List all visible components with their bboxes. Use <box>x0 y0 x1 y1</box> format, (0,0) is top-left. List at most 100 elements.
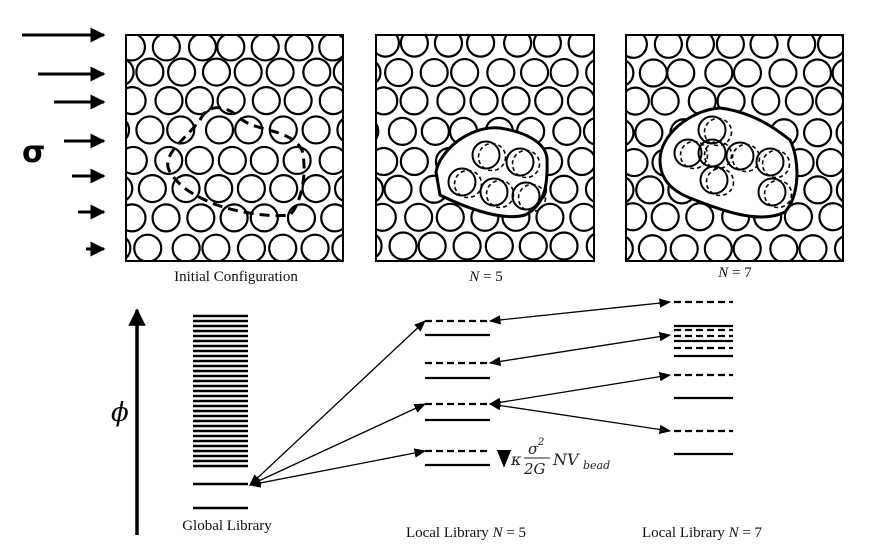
bead <box>584 175 594 203</box>
bead <box>566 86 594 116</box>
bead-original <box>761 149 791 179</box>
bead <box>867 60 873 87</box>
panel-frame <box>375 34 595 262</box>
bead <box>151 35 181 62</box>
bead <box>626 176 635 204</box>
bead <box>186 203 216 233</box>
bead-relaxed <box>479 177 509 207</box>
bead <box>126 236 132 260</box>
bead <box>685 35 716 59</box>
bead <box>419 57 449 88</box>
bead <box>849 31 873 58</box>
caption-initial-configuration: Initial Configuration <box>174 269 298 285</box>
bead <box>732 234 762 261</box>
bead <box>336 117 343 143</box>
bead <box>251 86 281 116</box>
bead <box>126 203 147 233</box>
connector-arrow <box>248 403 427 486</box>
bead <box>567 146 594 177</box>
bead <box>387 116 417 146</box>
bead <box>384 57 414 88</box>
bead <box>666 58 696 88</box>
bead <box>318 86 343 116</box>
bead <box>126 119 131 141</box>
bead <box>249 203 279 233</box>
bead-field <box>86 35 380 292</box>
bead <box>282 145 312 176</box>
bead <box>585 59 594 86</box>
bead <box>436 266 463 293</box>
bead <box>376 86 399 116</box>
panel-local-cluster-n7 <box>625 31 873 288</box>
bead <box>376 146 399 177</box>
bead <box>333 175 343 203</box>
bead <box>831 58 843 88</box>
bead <box>126 58 135 86</box>
bead <box>265 57 295 87</box>
bead <box>850 261 873 288</box>
bead-relaxed <box>725 141 755 171</box>
bead <box>399 146 429 177</box>
bead <box>815 86 843 116</box>
bead <box>685 202 715 232</box>
bead <box>86 265 113 292</box>
bead <box>86 204 113 231</box>
bead <box>318 35 343 62</box>
bead <box>399 86 429 116</box>
local-library-n7-levels <box>674 300 733 456</box>
bead <box>219 203 249 233</box>
connector-arrow <box>249 320 426 486</box>
bead <box>869 119 873 146</box>
connector-arrow <box>248 448 427 488</box>
bead <box>566 266 593 293</box>
bead <box>653 35 683 59</box>
bead <box>353 265 380 292</box>
bead <box>650 202 680 232</box>
svg-text:2G: 2G <box>523 460 546 478</box>
bead <box>370 266 397 293</box>
bead <box>126 145 148 176</box>
bead <box>320 203 343 233</box>
bead <box>549 174 579 204</box>
bead <box>582 117 594 146</box>
bead <box>336 266 363 293</box>
global-library-label: Global Library <box>182 518 272 534</box>
bead <box>376 176 384 203</box>
bead-relaxed <box>673 138 703 168</box>
global-library-levels <box>193 314 248 510</box>
bead <box>732 58 763 88</box>
local-library-n5-label: Local Library N = 5 <box>406 525 526 541</box>
bead <box>135 115 165 145</box>
bead <box>269 174 299 204</box>
connector-arrow <box>488 298 672 325</box>
bead <box>535 202 565 232</box>
bead <box>549 57 579 88</box>
bead <box>793 260 803 261</box>
bead <box>552 116 582 146</box>
bead-original <box>763 179 793 209</box>
bead <box>133 233 163 261</box>
bead <box>283 86 313 116</box>
bead <box>802 118 833 148</box>
bead <box>350 204 377 231</box>
bead <box>417 231 447 261</box>
bead <box>749 35 779 59</box>
bead <box>250 35 280 62</box>
bead-original <box>703 117 733 147</box>
bead <box>669 234 699 261</box>
bead <box>452 231 482 261</box>
bead <box>768 58 798 88</box>
bead <box>635 175 665 205</box>
bead-relaxed <box>755 147 785 177</box>
applied-stress-arrows <box>22 27 106 257</box>
bead <box>818 202 843 232</box>
bead <box>519 57 550 88</box>
bead <box>87 147 114 174</box>
bead <box>233 57 263 87</box>
bead <box>216 86 246 116</box>
bead <box>626 59 635 87</box>
bead <box>126 86 147 116</box>
bead <box>849 203 873 230</box>
connector-arrow <box>488 331 672 367</box>
